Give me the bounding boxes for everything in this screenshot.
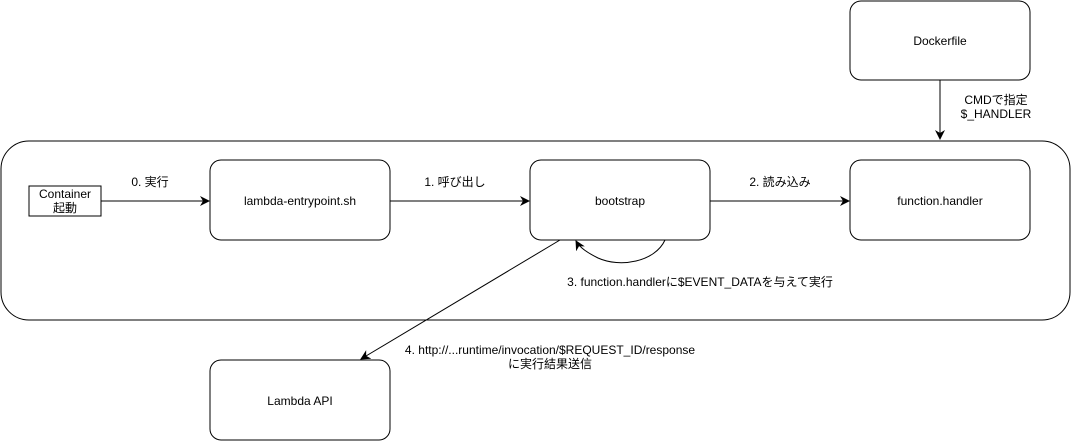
lambda-api-node[interactable]: Lambda API xyxy=(209,359,391,441)
edge-step4-arrow xyxy=(360,239,561,360)
entrypoint-node[interactable]: lambda-entrypoint.sh xyxy=(209,159,391,241)
entrypoint-label: lambda-entrypoint.sh xyxy=(244,194,356,208)
dockerfile-label: Dockerfile xyxy=(913,34,967,48)
bootstrap-label: bootstrap xyxy=(595,194,645,208)
container-start-node[interactable]: Container 起動 xyxy=(28,185,102,217)
function-handler-label: function.handler xyxy=(897,194,982,208)
edge-step3-loop xyxy=(575,239,666,264)
container-label-line1: Container xyxy=(39,187,91,201)
edge-cmd-label-line2: $_HANDLER xyxy=(961,107,1032,121)
container-label-line2: 起動 xyxy=(53,201,77,215)
bootstrap-node[interactable]: bootstrap xyxy=(529,159,711,241)
edge-step4-label-line1: 4. http://...runtime/invocation/$REQUEST… xyxy=(405,343,695,357)
edge-step3-label: 3. function.handlerに$EVENT_DATAを与えて実行 xyxy=(567,274,833,289)
edge-step4-label-line2: に実行結果送信 xyxy=(508,356,592,371)
edge-step2-label: 2. 読み込み xyxy=(749,174,810,189)
edge-cmd-label-line1: CMDで指定 xyxy=(964,92,1027,107)
edge-step1-label: 1. 呼び出し xyxy=(424,175,485,189)
function-handler-node[interactable]: function.handler xyxy=(849,159,1031,241)
dockerfile-node[interactable]: Dockerfile xyxy=(849,0,1031,81)
lambda-api-label: Lambda API xyxy=(267,394,332,408)
edge-step0-label: 0. 実行 xyxy=(131,174,168,189)
